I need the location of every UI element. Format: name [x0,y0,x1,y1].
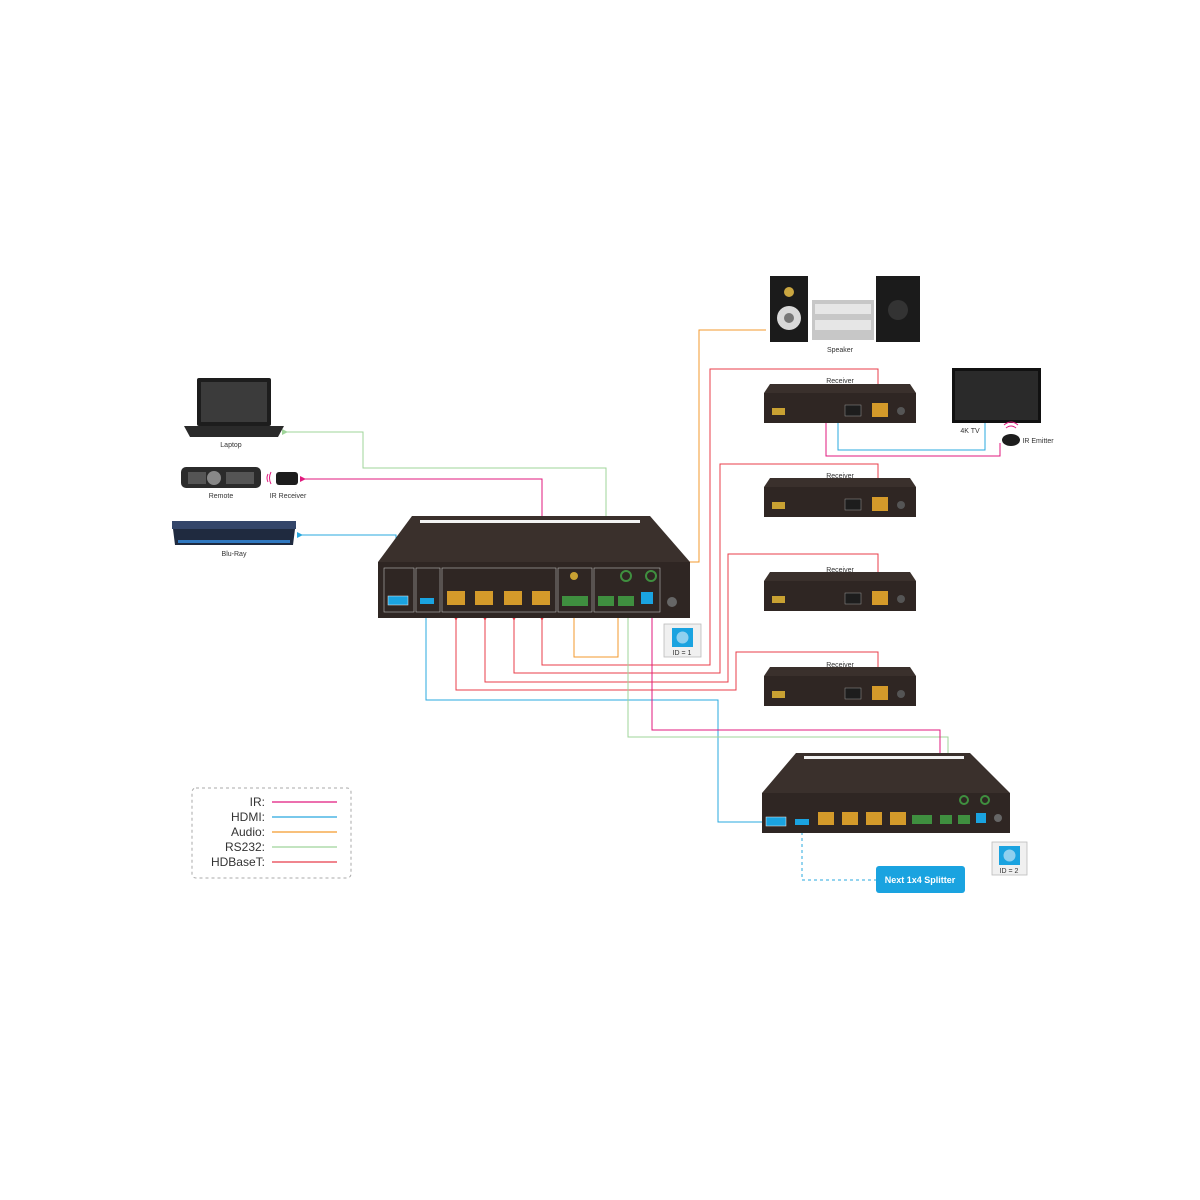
ir-signal-icon [266,471,272,485]
receiver-3-label: Receiver [826,567,854,574]
legend-item-hdbaset: HDBaseT: [211,855,337,869]
receiver-2-label: Receiver [826,473,854,480]
svg-text:IR:: IR: [250,795,265,809]
legend-item-hdmi: HDMI: [231,810,337,824]
id-dial-2-label: ID = 2 [1000,868,1019,875]
ir-receiver-label: IR Receiver [270,493,307,500]
next-splitter-badge: Next 1x4 Splitter [876,866,965,893]
svg-text:Audio:: Audio: [231,825,265,839]
legend-item-ir: IR: [250,795,337,809]
hdbaset-receiver-1-line [539,368,879,666]
svg-text:RS232:: RS232: [225,840,265,854]
receiver-1-label: Receiver [826,378,854,385]
splitter-second [762,753,1010,833]
remote-label: Remote [209,493,234,500]
hdbaset-receiver-2-line [511,463,879,674]
ir-emitter-label: IR Emitter [1022,438,1054,445]
tv-label: 4K TV [960,428,980,435]
svg-text:HDBaseT:: HDBaseT: [211,855,265,869]
id-dial-1-label: ID = 1 [673,650,692,657]
laptop-label: Laptop [220,442,242,449]
bluray-label: Blu-Ray [222,551,247,558]
svg-text:HDMI:: HDMI: [231,810,265,824]
receiver-4: Receiver [764,662,916,706]
legend-item-audio: Audio: [231,825,337,839]
id-dial-2: ID = 2 [991,841,1028,876]
receiver-3: Receiver [764,567,916,611]
speaker-system: Speaker [770,276,920,354]
receiver-2: Receiver [764,473,916,517]
ir-emitter-line [823,413,1001,457]
remote: Remote [181,467,261,500]
splitter-main [378,516,690,618]
id-dial-1: ID = 1 [663,623,702,658]
laptop: Laptop [184,378,284,449]
ir-receiver: IR Receiver [270,472,307,500]
bluray-player: Blu-Ray [172,521,296,558]
hdmi-tv-line [835,413,986,451]
legend-item-rs232: RS232: [225,840,337,854]
speaker-label: Speaker [827,347,854,354]
receiver-1: Receiver [764,378,916,423]
hdbaset-receiver-3-line [482,553,879,683]
tv: 4K TV [952,368,1041,435]
receiver-4-label: Receiver [826,662,854,669]
ir-emitter: IR Emitter [1002,421,1054,446]
next-splitter-line [801,826,876,881]
legend: IR: HDMI: Audio: RS232: HDBaseT: [191,787,352,879]
rs232-laptop-line [282,429,607,597]
next-splitter-label: Next 1x4 Splitter [885,875,956,885]
hdbaset-receiver-4-line [453,615,879,691]
hdmi-out-line [423,602,764,823]
